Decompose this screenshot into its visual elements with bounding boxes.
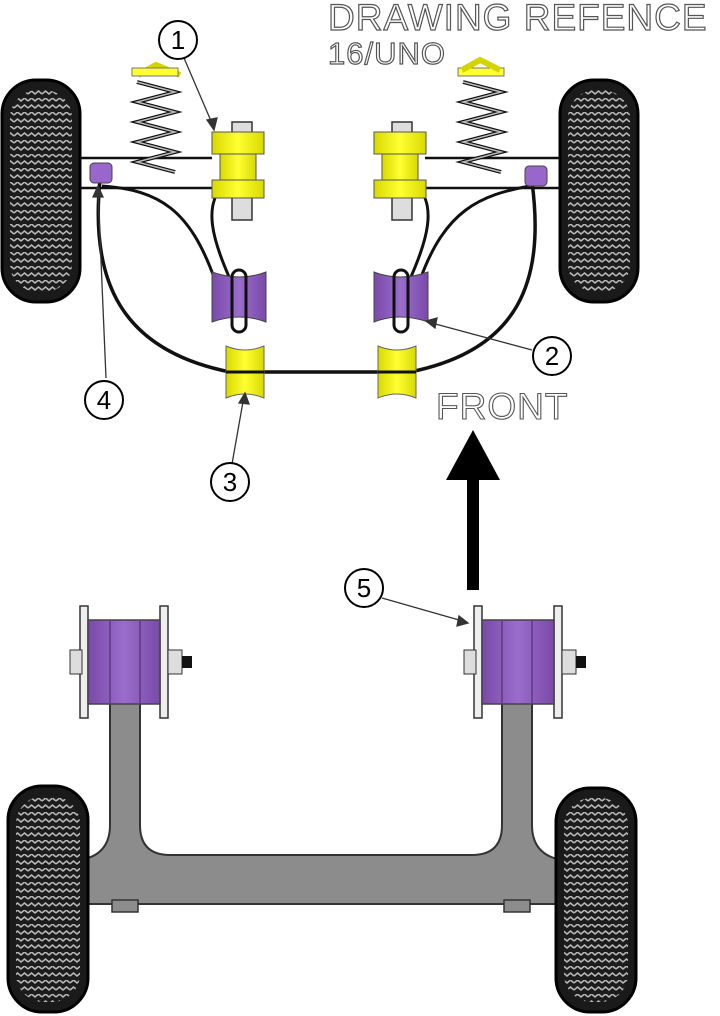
callout-2-number: 2 — [544, 340, 560, 371]
rear-left-tyre — [6, 784, 90, 1014]
front-right-tyre — [558, 78, 640, 304]
rear-right-beam-mount-bush — [463, 605, 586, 719]
rear-axle-beam — [79, 699, 563, 913]
drawing-subtitle: 16/UNO — [327, 35, 446, 71]
callout-4-number: 4 — [96, 384, 112, 415]
front-left-top-mount-bush — [211, 121, 265, 221]
callout-5: 5 — [344, 568, 384, 608]
front-direction-arrow — [446, 430, 500, 590]
front-left-spring — [129, 61, 183, 174]
front-left-link-bush — [89, 162, 113, 184]
callout-1-number: 1 — [170, 24, 186, 55]
front-left-arb-bush — [225, 345, 265, 399]
drawing-title: DRAWING REFENCE — [327, 0, 708, 39]
callout-4: 4 — [84, 380, 124, 420]
callout-leaders — [91, 57, 533, 627]
callout-1: 1 — [158, 20, 198, 60]
rear-right-tyre — [554, 786, 638, 1014]
front-label: FRONT — [435, 385, 569, 427]
callout-3: 3 — [210, 462, 250, 502]
callout-2: 2 — [532, 336, 572, 376]
front-right-arb-bush — [377, 345, 417, 399]
front-suspension-arms — [80, 156, 560, 374]
front-right-top-mount-bush — [373, 121, 427, 221]
rear-left-beam-mount-bush — [69, 605, 192, 719]
front-left-arm-bush — [211, 268, 267, 334]
callout-5-number: 5 — [356, 572, 372, 603]
front-right-spring — [455, 56, 509, 174]
front-right-link-bush — [524, 165, 548, 187]
callout-3-number: 3 — [222, 466, 238, 497]
front-right-arm-bush — [373, 268, 429, 334]
front-left-tyre — [0, 78, 82, 304]
